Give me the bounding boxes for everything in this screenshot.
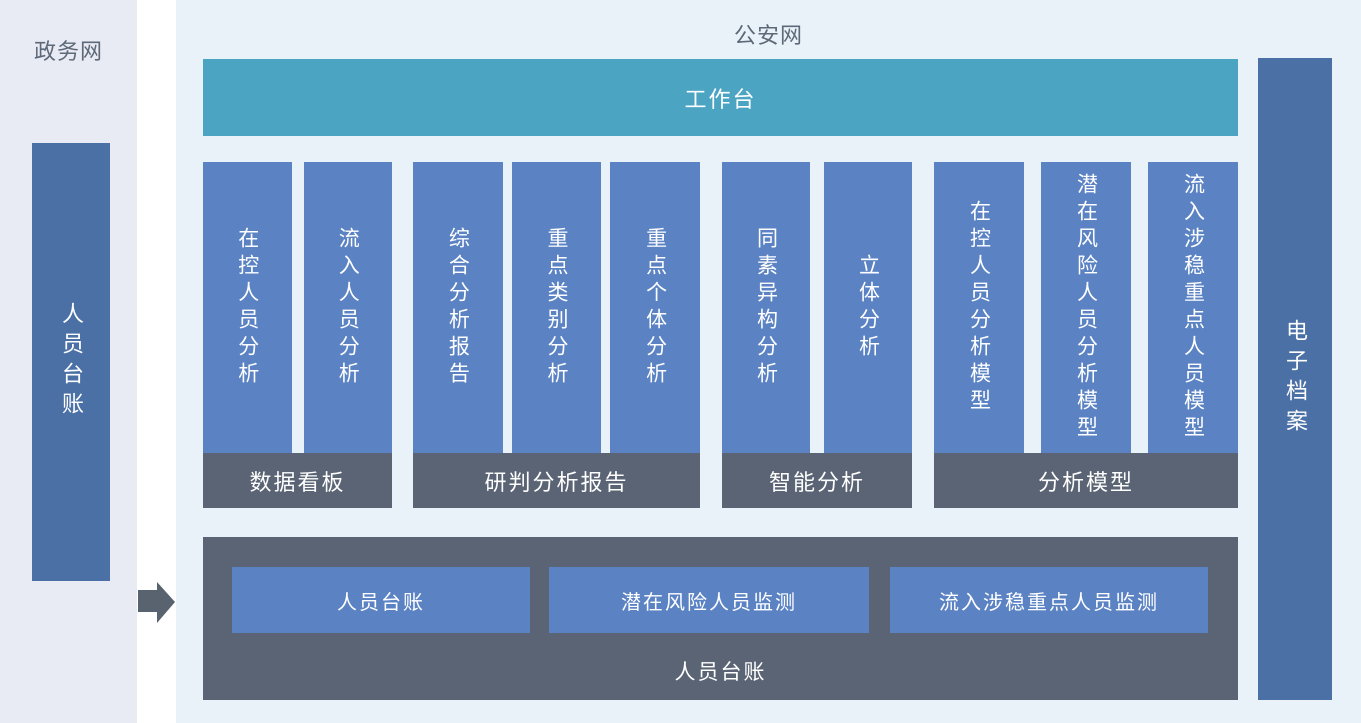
- module-column: 在控人员分析: [203, 162, 292, 453]
- group-columns: 同素异构分析 立体分析: [722, 162, 912, 453]
- group-columns: 综合分析报告 重点类别分析 重点个体分析: [413, 162, 701, 453]
- module-column: 流入人员分析: [303, 162, 392, 453]
- module-label: 立体分析: [856, 253, 880, 362]
- flow-right-arrow-icon: [137, 581, 177, 625]
- gov-network-title: 政务网: [33, 39, 103, 64]
- module-column: 立体分析: [824, 162, 912, 453]
- module-label: 综合分析报告: [446, 226, 470, 389]
- module-label: 流入人员分析: [336, 226, 360, 389]
- group-intelligent-analysis: 同素异构分析 立体分析 智能分析: [722, 162, 912, 508]
- module-label: 重点个体分析: [643, 226, 667, 389]
- group-footer-data-dashboard: 数据看板: [203, 453, 392, 508]
- group-columns: 在控人员分析模型 潜在风险人员分析模型 流入涉稳重点人员模型: [934, 162, 1238, 453]
- module-column: 潜在风险人员分析模型: [1041, 162, 1131, 453]
- electronic-archive-bar: 电子档案: [1258, 58, 1332, 700]
- group-footer-intelligent-analysis: 智能分析: [722, 453, 912, 508]
- potential-risk-monitor-button: 潜在风险人员监测: [549, 567, 869, 633]
- police-network-title: 公安网: [733, 23, 803, 48]
- police-network-panel: 公安网 工作台 在控人员分析 流入人员分析 数据看板 综合分析报告 重点类别: [176, 0, 1361, 723]
- electronic-archive-label: 电子档案: [1283, 319, 1308, 439]
- group-columns: 在控人员分析 流入人员分析: [203, 162, 392, 453]
- module-column: 重点个体分析: [610, 162, 701, 453]
- module-label: 同素异构分析: [754, 226, 778, 389]
- module-column: 重点类别分析: [511, 162, 602, 453]
- personnel-ledger-panel: 人员台账 潜在风险人员监测 流入涉稳重点人员监测 人员台账: [203, 537, 1238, 700]
- personnel-ledger-panel-label: 人员台账: [674, 661, 767, 684]
- group-footer-analysis-report: 研判分析报告: [413, 453, 700, 508]
- module-label: 重点类别分析: [545, 226, 568, 389]
- workbench-bar: 工作台: [203, 59, 1238, 136]
- module-column: 综合分析报告: [413, 162, 503, 453]
- module-label: 潜在风险人员分析模型: [1074, 172, 1098, 443]
- module-column: 同素异构分析: [722, 162, 810, 453]
- inflow-key-person-monitor-button: 流入涉稳重点人员监测: [890, 567, 1208, 633]
- module-label: 在控人员分析: [235, 226, 259, 389]
- module-label: 流入涉稳重点人员模型: [1181, 172, 1205, 443]
- gov-personnel-ledger-label: 人员台账: [59, 302, 84, 422]
- gov-personnel-ledger-bar: 人员台账: [32, 143, 110, 581]
- module-label: 在控人员分析模型: [967, 199, 991, 416]
- module-column: 在控人员分析模型: [934, 162, 1024, 453]
- group-analysis-report: 综合分析报告 重点类别分析 重点个体分析 研判分析报告: [413, 162, 701, 508]
- personnel-ledger-button: 人员台账: [232, 567, 530, 633]
- ledger-button-row: 人员台账 潜在风险人员监测 流入涉稳重点人员监测: [232, 567, 1208, 633]
- group-footer-analysis-models: 分析模型: [934, 453, 1238, 508]
- group-data-dashboard: 在控人员分析 流入人员分析 数据看板: [203, 162, 392, 508]
- gov-network-panel: 政务网 人员台账: [0, 0, 137, 723]
- module-column: 流入涉稳重点人员模型: [1148, 162, 1238, 453]
- group-analysis-models: 在控人员分析模型 潜在风险人员分析模型 流入涉稳重点人员模型 分析模型: [934, 162, 1238, 508]
